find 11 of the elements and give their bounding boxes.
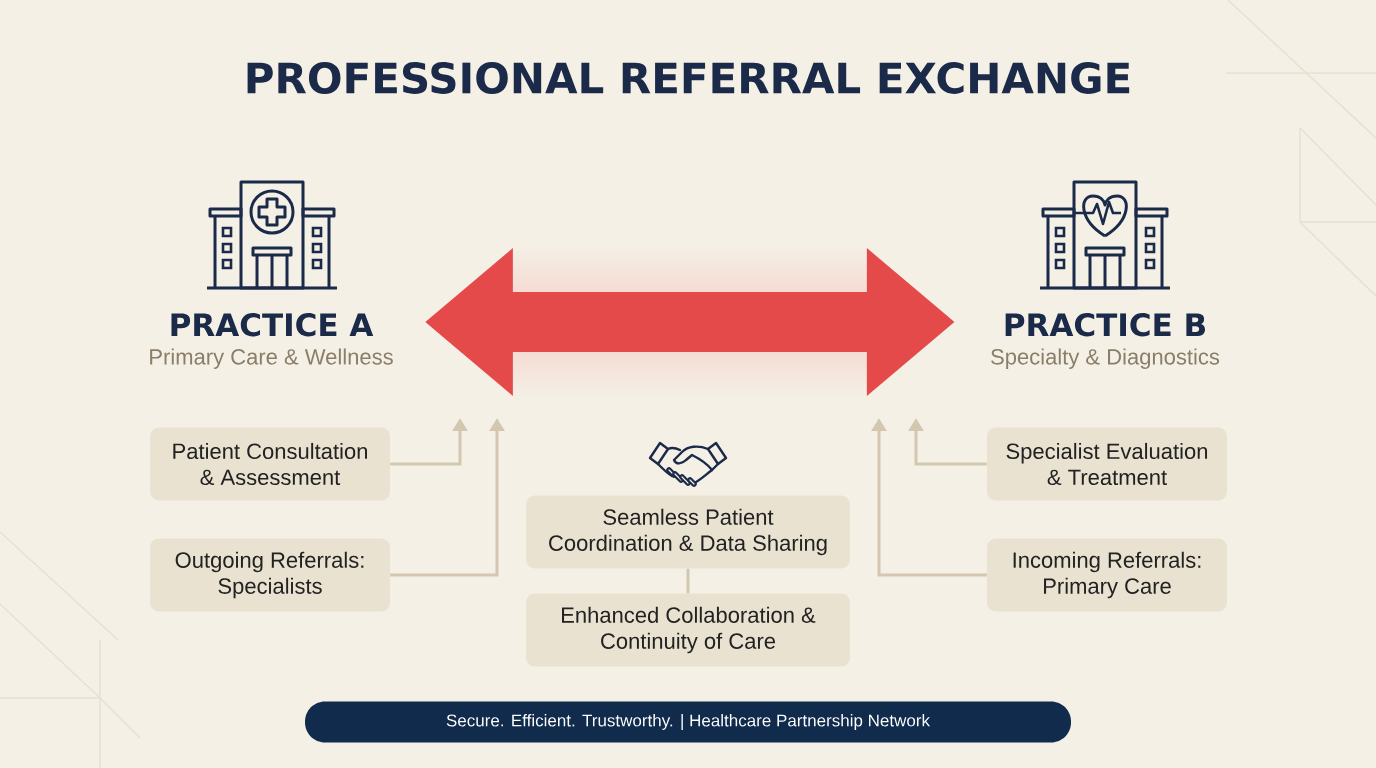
step-box: Outgoing Referrals: Specialists [150, 538, 390, 612]
title: PROFESSIONAL REFERRAL EXCHANGE [247, 62, 1130, 94]
practice-heading: PRACTICE A Primary Care & Wellness [150, 313, 393, 369]
footer-banner: Secure. Efficient. Trustworthy. | Healthcare Partnership Network [305, 701, 1071, 743]
step-box: Patient Consultation & Assessment [150, 427, 390, 501]
step-box: Incoming Referrals: Primary Care [987, 538, 1227, 612]
info-box: Seamless Patient Coordination & Data Sharing [526, 495, 850, 569]
practice-heading: PRACTICE B Specialty & Diagnostics [991, 313, 1220, 369]
info-box: Enhanced Collaboration & Continuity of Care [526, 593, 850, 667]
step-box: Specialist Evaluation & Treatment [987, 427, 1227, 501]
connector-line [686, 568, 690, 594]
